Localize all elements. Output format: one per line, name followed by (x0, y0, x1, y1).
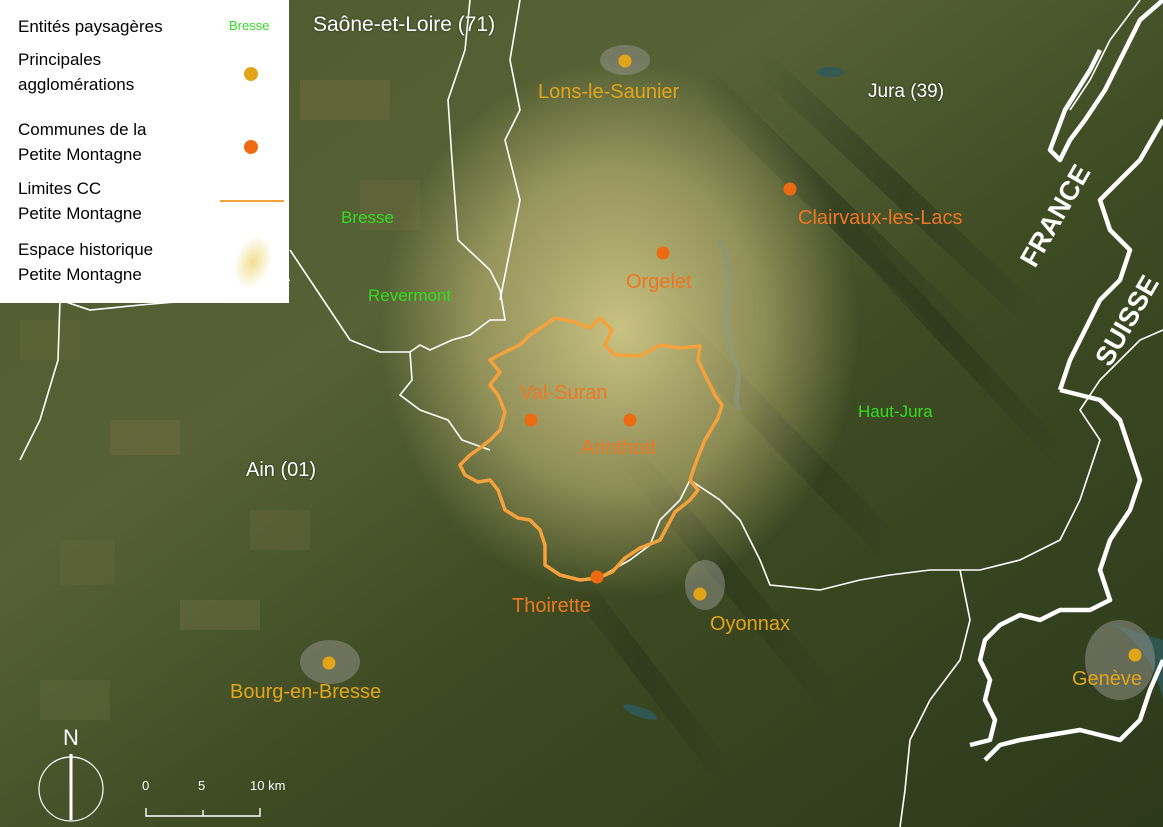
thoirette-dot[interactable] (590, 570, 604, 584)
north-arrow (38, 754, 104, 822)
label-val-suran: Val-Suran (520, 382, 608, 404)
label-lons-le-saunier: Lons-le-Saunier (538, 81, 680, 103)
scale-tick-0: 0 (142, 778, 150, 793)
legend-agglomeration-dot-icon (244, 67, 258, 81)
label-arinthod: Arinthod (581, 437, 656, 459)
national-border (969, 0, 1163, 762)
label-revermont: Revermont (368, 286, 452, 305)
label-bourg-en-bresse: Bourg-en-Bresse (230, 681, 382, 703)
legend-historic-swatch-icon (228, 231, 278, 293)
legend-limit-line-icon (220, 200, 284, 202)
label-saone-et-loire: Saône-et-Loire (71) (313, 13, 496, 36)
oyonnax-dot[interactable] (693, 587, 707, 601)
historic-space-area (380, 60, 860, 600)
cc-petite-montagne-limit[interactable] (458, 316, 724, 582)
legend-title: Entités paysagères (18, 17, 163, 36)
orgelet-dot[interactable] (656, 246, 670, 260)
scale-tick-10: 10 km (250, 778, 286, 793)
label-orgelet: Orgelet (626, 271, 692, 293)
label-thoirette: Thoirette (512, 595, 591, 617)
label-bresse: Bresse (341, 208, 394, 227)
scale-bar-lines (145, 808, 261, 817)
label-clairvaux-les-lacs: Clairvaux-les-Lacs (798, 207, 963, 229)
legend-commune-dot-icon (244, 140, 258, 154)
commune-markers (524, 182, 797, 584)
label-oyonnax: Oyonnax (710, 613, 791, 635)
legend-historic-label: Espace historique Petite Montagne (18, 240, 154, 284)
legend-communes-label: Communes de la Petite Montagne (18, 120, 147, 164)
legend-bresse-sample: Bresse (229, 18, 270, 33)
bourg-en-bresse-dot[interactable] (322, 656, 336, 670)
agglomeration-markers (322, 54, 1142, 670)
scale-tick-5: 5 (198, 778, 206, 793)
label-haut-jura: Haut-Jura (858, 402, 933, 421)
geneve-dot[interactable] (1128, 648, 1142, 662)
arinthod-dot[interactable] (623, 413, 637, 427)
val-suran-dot[interactable] (524, 413, 538, 427)
label-geneve: Genève (1072, 668, 1143, 690)
scale-bar: 0 5 10 km (138, 778, 298, 820)
legend-agglomerations-label: Principales agglomérations (18, 50, 135, 94)
department-borders (19, 0, 1163, 827)
clairvaux-dot[interactable] (783, 182, 797, 196)
bresse-plain-texture (20, 80, 420, 720)
north-label: N (63, 725, 79, 750)
legend-limits-label: Limites CC Petite Montagne (18, 179, 142, 223)
lons-le-saunier-dot[interactable] (618, 54, 632, 68)
label-ain: Ain (01) (246, 459, 317, 481)
legend-panel: Entités paysagères Bresse Principales ag… (0, 0, 289, 303)
label-jura: Jura (39) (868, 81, 945, 102)
